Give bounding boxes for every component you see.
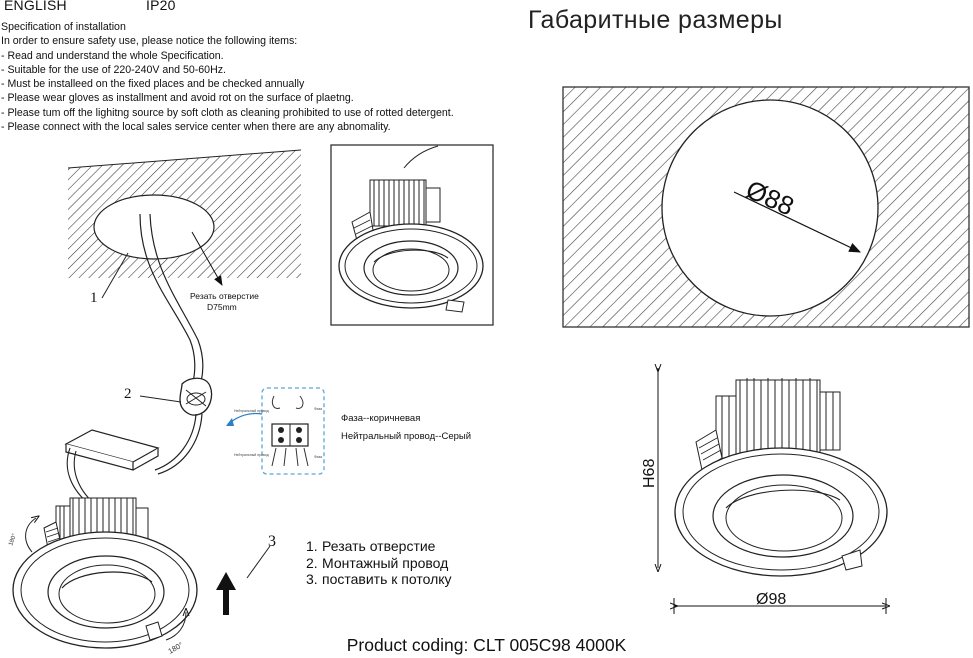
cutout-dimension-drawing — [562, 86, 970, 328]
wire-connector — [179, 377, 213, 416]
driver-box — [64, 429, 160, 506]
dimensions-title: Габаритные размеры — [528, 6, 783, 34]
cut-hole-label: Резать отверстие — [190, 291, 259, 301]
cutout-diameter-arrow — [733, 191, 862, 253]
callout-2: 2 — [124, 386, 132, 402]
wiring-arrow-icon — [226, 418, 234, 426]
step-item: 2.Монтажный провод — [306, 555, 452, 572]
language-label: ENGLISH — [4, 0, 67, 13]
specification-intro: In order to ensure safety use, please no… — [1, 35, 298, 48]
wiring-neutral-label: Нейтральный провод--Серый — [341, 431, 471, 442]
up-arrow-icon — [216, 572, 236, 615]
fixture-dimension-drawing — [658, 368, 887, 614]
downlight-install-view — [12, 497, 198, 649]
step-number: 3. — [306, 571, 318, 587]
product-coding: Product coding: CLT 005C98 4000K — [346, 635, 627, 655]
svg-text:Нейтральный провод: Нейтральный провод — [234, 409, 269, 413]
svg-text:Фаза: Фаза — [314, 407, 322, 411]
height-label: H68 — [641, 459, 658, 488]
specification-item: - Must be installeed on the fixed places… — [1, 78, 305, 91]
ip-rating-label: IP20 — [146, 0, 176, 13]
specification-item: - Please connect with the local sales se… — [1, 121, 391, 134]
step-number: 1. — [306, 538, 318, 554]
step-text: Монтажный провод — [322, 554, 449, 571]
step-number: 2. — [306, 554, 318, 571]
product-view-box — [330, 144, 494, 326]
ceiling-illustration — [67, 149, 302, 387]
cutout-circle — [661, 99, 879, 317]
svg-text:Нейтральный провод: Нейтральный провод — [234, 453, 269, 457]
specification-item: - Suitable for the use of 220-240V and 5… — [1, 63, 226, 76]
specification-title: Specification of installation — [1, 21, 126, 33]
cut-hole-size: D75mm — [207, 302, 237, 312]
step-item: 1.Резать отверстие — [306, 538, 452, 555]
svg-text:180°: 180° — [8, 532, 18, 546]
svg-text:Фаза: Фаза — [314, 455, 322, 459]
wiring-diagram: Нейтральный провод Фаза Нейтральный пров… — [226, 387, 325, 475]
ceiling-hole — [93, 194, 215, 260]
callout-1: 1 — [90, 290, 98, 306]
step-item: 3.поставить к потолку — [306, 571, 452, 588]
wiring-frame — [261, 387, 325, 475]
step-text: поставить к потолку — [322, 571, 452, 587]
specification-item: - Read and understand the whole Specific… — [1, 49, 224, 62]
specification-item: - Please wear gloves as installment and … — [1, 92, 354, 105]
specification-item: - Please tum off the lighitng source by … — [1, 106, 454, 119]
specification-block: Specification of installation In order t… — [1, 20, 454, 134]
step-text: Резать отверстие — [322, 538, 436, 554]
power-wire — [139, 213, 196, 387]
wiring-phase-label: Фаза--коричневая — [341, 413, 420, 424]
installation-steps: 1.Резать отверстие 2.Монтажный провод 3.… — [306, 538, 452, 588]
callout-3: 3 — [268, 533, 276, 550]
outer-diameter-label: Ø98 — [756, 591, 786, 608]
